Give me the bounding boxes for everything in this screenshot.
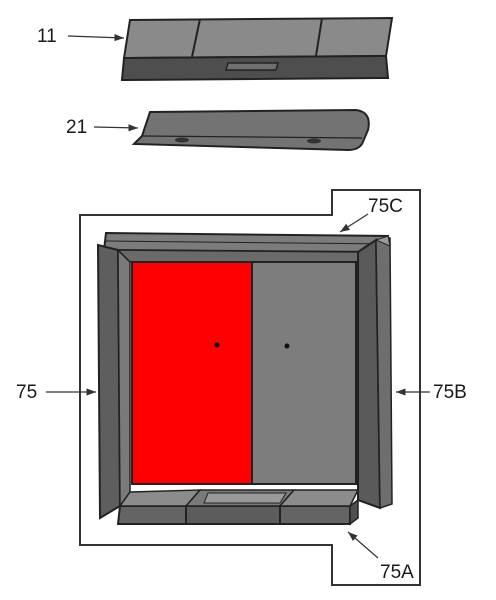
callout-11: 11 bbox=[37, 26, 125, 47]
callout-75: 75 bbox=[16, 382, 96, 403]
part-11-baffle[interactable] bbox=[120, 16, 394, 82]
right-rear-brick[interactable] bbox=[251, 261, 357, 485]
callout-21: 21 bbox=[66, 117, 139, 138]
part-21-deflector[interactable] bbox=[131, 108, 370, 152]
part-75-firebox[interactable] bbox=[96, 231, 393, 526]
callout-label-75A: 75A bbox=[380, 562, 414, 583]
callout-75B: 75B bbox=[396, 382, 467, 403]
left-side-inner-face bbox=[117, 248, 131, 509]
callout-label-75: 75 bbox=[16, 382, 37, 403]
left-side-brick[interactable] bbox=[96, 243, 122, 520]
highlighted-left-rear-brick[interactable] bbox=[131, 261, 253, 485]
callout-label-75B: 75B bbox=[433, 382, 467, 403]
callout-75C: 75C bbox=[339, 196, 403, 233]
callout-75A: 75A bbox=[347, 531, 414, 583]
callout-label-75C: 75C bbox=[368, 196, 403, 217]
part-75A-floor-left[interactable] bbox=[116, 505, 187, 525]
callout-label-21: 21 bbox=[66, 117, 87, 138]
part-75A-floor-right[interactable] bbox=[279, 505, 351, 525]
part-75A-floor-center[interactable] bbox=[185, 505, 281, 525]
callout-label-11: 11 bbox=[37, 26, 57, 47]
group-75-frame bbox=[79, 189, 421, 586]
